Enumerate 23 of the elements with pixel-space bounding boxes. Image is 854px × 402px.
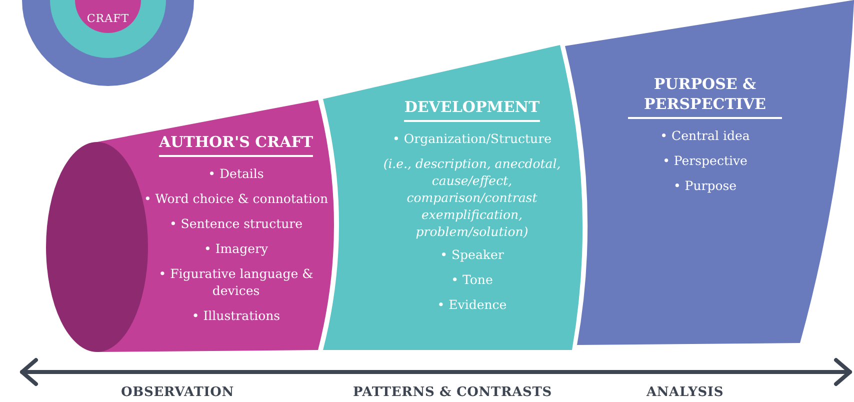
section-heading: DEVELOPMENT (404, 97, 540, 122)
bullet-item: • Tone (451, 271, 493, 288)
bullet-item: • Evidence (437, 296, 507, 313)
bullet-item: • Perspective (662, 152, 748, 169)
funnel-section (563, 0, 854, 347)
section-heading: PURPOSE & PERSPECTIVE (628, 74, 782, 119)
bullet-item: • Details (208, 165, 264, 182)
funnel-section (45, 98, 336, 354)
bullet-item: • Figurative language & devices (158, 265, 314, 299)
bullet-item: • Sentence structure (169, 215, 303, 232)
scale-label: ANALYSIS (645, 384, 725, 402)
example-note: (i.e., description, anecdotal, cause/effect, comparison/contrast exemplification, problem/solution) (382, 155, 562, 240)
bullet-item: • Central idea (660, 127, 750, 144)
bullet-item: • Speaker (440, 246, 504, 263)
bullet-item: • Illustrations (192, 307, 280, 324)
bullet-item: • Word choice & connotation (144, 190, 328, 207)
scale-label: PATTERNS & CONTRASTS (352, 384, 553, 402)
bullet-item: • Organization/Structure (392, 130, 552, 147)
bullet-item: • Imagery (204, 240, 268, 257)
scale-label: OBSERVATION (120, 384, 235, 402)
bullet-item: • Purpose (673, 177, 737, 194)
circle-label: CRAFT (86, 10, 130, 26)
section-heading: AUTHOR'S CRAFT (158, 132, 314, 157)
